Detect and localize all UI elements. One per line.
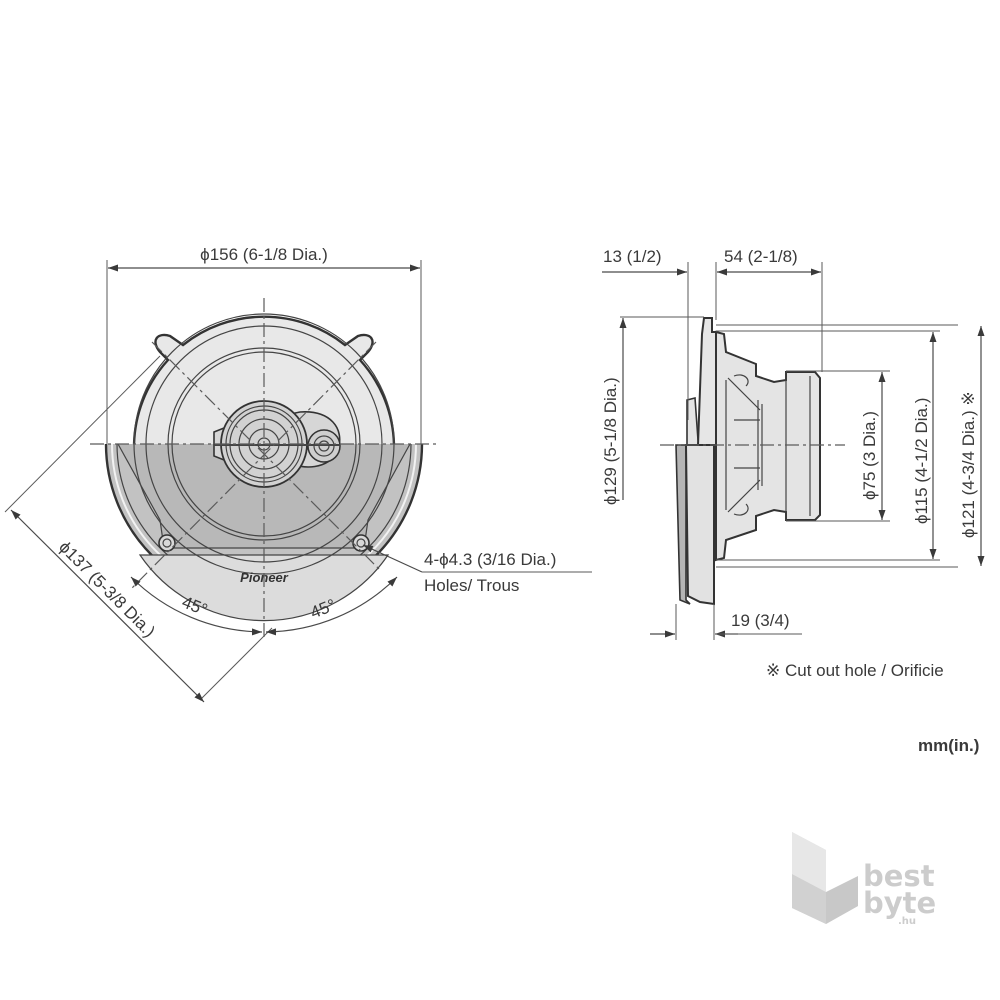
holes-label-line2: Holes/ Trous	[424, 576, 519, 595]
front-protrusion-label: 19 (3/4)	[731, 611, 790, 630]
holes-label: 4-ϕ4.3 (3/16 Dia.)	[424, 550, 556, 569]
overall-diameter-label: ϕ156 (6-1/8 Dia.)	[200, 245, 328, 264]
watermark-suffix: .hu	[898, 916, 916, 927]
flange-depth-label: 13 (1/2)	[603, 247, 662, 266]
units-label: mm(in.)	[918, 736, 979, 755]
cutout-diameter-label: ϕ121 (4-3/4 Dia.) ※	[959, 391, 978, 538]
bestbyte-watermark: best byte .hu	[792, 832, 936, 927]
cutout-note: ※ Cut out hole / Orificie	[766, 661, 944, 680]
outer-diameter-label: ϕ129 (5-1/8 Dia.)	[601, 377, 620, 505]
side-view: 13 (1/2) 54 (2-1/8) 19 (3/4) ϕ129 (5-1/8…	[601, 247, 985, 640]
mount-depth-label: 54 (2-1/8)	[724, 247, 798, 266]
mounting-circle-label: ϕ137 (5-3/8 Dia.)	[55, 537, 159, 641]
basket-diameter-label: ϕ115 (4-1/2 Dia.)	[912, 398, 931, 524]
watermark-line2: byte	[863, 886, 936, 920]
watermark-line1: best	[863, 859, 935, 893]
front-view: Pioneer ϕ156 (6-1/8 Dia.) ϕ137 (5-3/8 Di…	[4, 245, 592, 703]
magnet-diameter-label: ϕ75 (3 Dia.)	[860, 411, 879, 500]
